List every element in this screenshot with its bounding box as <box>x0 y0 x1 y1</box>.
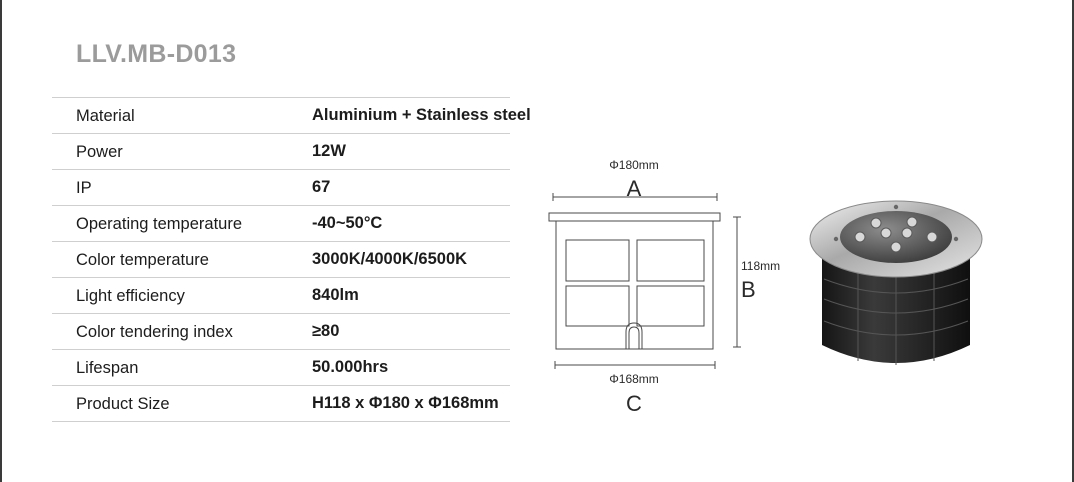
dimension-b-value: 118mm <box>741 259 780 273</box>
dimension-a-value: Φ180mm <box>609 158 659 172</box>
housing-rib-panel <box>565 285 630 327</box>
spec-row-light-efficiency: Light efficiency 840lm <box>52 278 510 314</box>
spec-value: 67 <box>312 178 331 196</box>
ring-screws <box>833 204 959 242</box>
dimension-b-letter: B <box>741 277 756 302</box>
housing-rib-panel <box>636 285 705 327</box>
flange-outline <box>548 212 721 222</box>
glass-lens <box>840 211 952 263</box>
spec-value: 12W <box>312 142 346 160</box>
housing-rib-panel <box>565 239 630 282</box>
spec-label: Light efficiency <box>76 287 185 305</box>
housing-ribs <box>823 267 969 365</box>
spec-table: Material Aluminium + Stainless steel Pow… <box>52 97 531 422</box>
spec-label: Color temperature <box>76 251 209 269</box>
cable-slot-outline <box>625 322 643 349</box>
spec-label: Power <box>76 143 123 161</box>
dimension-c-value: Φ168mm <box>609 372 659 386</box>
spec-row-material: Material Aluminium + Stainless steel <box>52 98 531 134</box>
housing-rib-panel <box>636 239 705 282</box>
spec-row-power: Power 12W <box>52 134 510 170</box>
housing-outline <box>555 220 714 350</box>
spec-label: Lifespan <box>76 359 139 377</box>
spec-label: Product Size <box>76 395 170 413</box>
dimension-c-letter: C <box>626 391 642 416</box>
spec-row-color-temperature: Color temperature 3000K/4000K/6500K <box>52 242 510 278</box>
spec-row-color-rendering-index: Color tendering index ≥80 <box>52 314 510 350</box>
spec-label: IP <box>76 179 92 197</box>
spec-label: Material <box>76 107 135 125</box>
spec-row-ip: IP 67 <box>52 170 510 206</box>
spec-label: Color tendering index <box>76 323 233 341</box>
spec-row-lifespan: Lifespan 50.000hrs <box>52 350 510 386</box>
led-array <box>854 216 938 253</box>
dimension-a-letter: A <box>627 176 642 201</box>
spec-value: 50.000hrs <box>312 358 389 376</box>
spec-value: 840lm <box>312 286 359 304</box>
cable-slot-inner <box>628 326 640 349</box>
spec-row-product-size: Product Size H118 x Φ180 x Φ168mm <box>52 386 510 422</box>
spec-row-operating-temperature: Operating temperature -40~50°C <box>52 206 510 242</box>
spec-value: -40~50°C <box>312 214 383 232</box>
dimension-drawing: Φ180mm A 118mm B Φ168mm C <box>548 158 780 416</box>
product-image <box>809 200 983 365</box>
model-title: LLV.MB-D013 <box>76 40 237 68</box>
spec-label: Operating temperature <box>76 215 243 233</box>
spec-value: H118 x Φ180 x Φ168mm <box>312 394 499 412</box>
spec-value: 3000K/4000K/6500K <box>312 250 468 268</box>
spec-value: ≥80 <box>312 322 340 340</box>
spec-value: Aluminium + Stainless steel <box>312 106 531 124</box>
frame-border-right <box>1072 0 1074 482</box>
frame-border-left <box>0 0 2 482</box>
